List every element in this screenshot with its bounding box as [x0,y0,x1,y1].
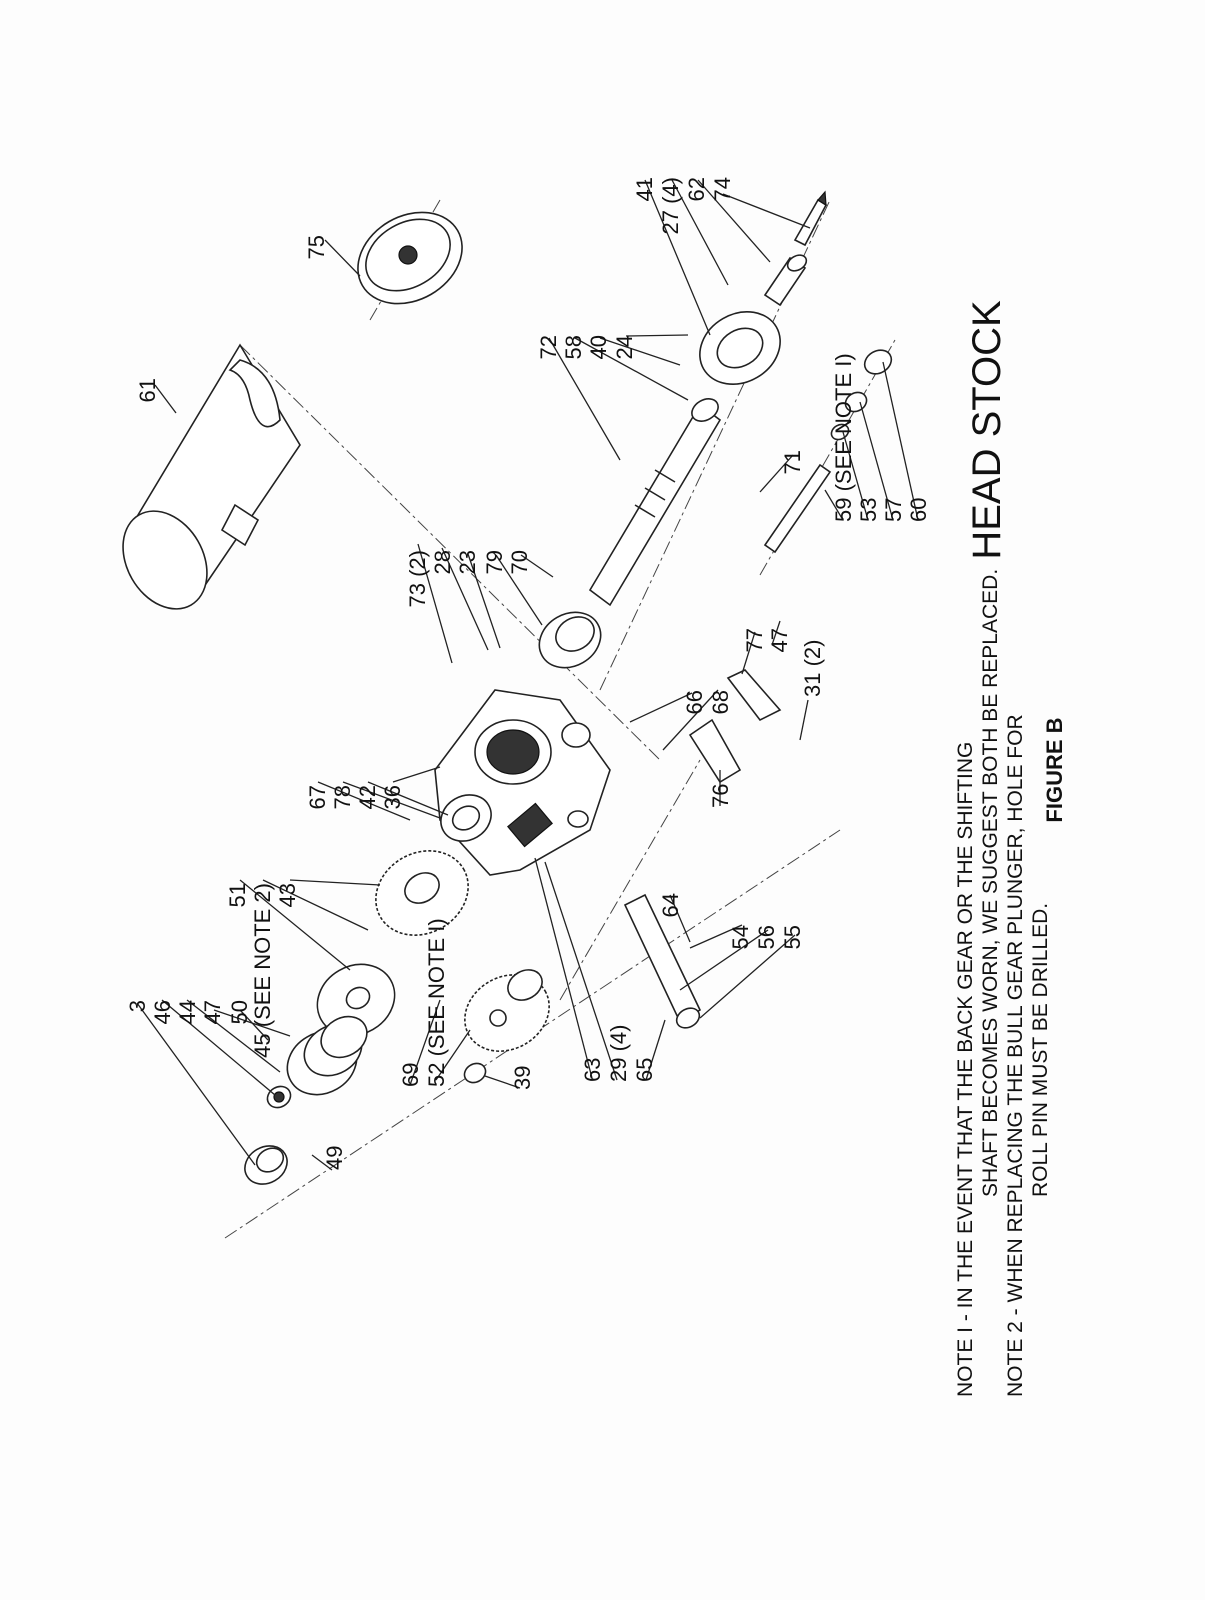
callout-41: 41 [632,177,657,201]
face-plate-75 [357,211,463,305]
callout-77: 77 [742,628,767,652]
callout-74: 74 [710,177,735,201]
note-2-line-2: ROLL PIN MUST BE DRILLED. [1029,903,1052,1197]
headstock-casting-36 [434,689,611,876]
callout-24: 24 [612,335,637,359]
callout-59: 59 (SEE NOTE I) [831,353,856,522]
callout-46: 46 [150,1000,175,1024]
callout-64: 64 [658,893,683,917]
callout-63: 63 [580,1058,605,1082]
collar-46 [266,1085,292,1109]
callout-78: 78 [330,785,355,809]
note-2-line-1: NOTE 2 - WHEN REPLACING THE BULL GEAR PL… [1004,714,1027,1397]
bull-gear-43 [375,850,469,936]
bearing-79 [538,611,602,669]
clamp-plate-76 [688,718,742,784]
callout-3: 3 [125,1000,150,1012]
callout-49: 49 [322,1146,347,1170]
sleeve-62 [763,254,808,307]
callout-31: 31 (2) [800,640,825,697]
callout-44: 44 [175,1000,200,1024]
callout-40: 40 [586,335,611,359]
note-1-line-1: NOTE I - IN THE EVENT THAT THE BACK GEAR… [954,742,977,1397]
center-line-motor [239,344,661,761]
callout-23: 23 [455,550,480,574]
notes-block: NOTE I - IN THE EVENT THAT THE BACK GEAR… [954,569,1052,1397]
callout-43: 43 [275,883,300,907]
cone-pulley-44 [286,1015,368,1096]
plunger-55 [623,893,702,1029]
callout-45: 45 (SEE NOTE 2) [250,883,275,1058]
callout-71: 71 [780,450,805,474]
bushing-60 [863,349,893,375]
callout-29: 29 (4) [606,1025,631,1082]
callout-51: 51 [225,883,250,907]
leader-lines [136,179,919,1171]
bushing-3 [244,1145,288,1185]
center-line-backgear [559,759,701,1001]
bearing-cap-41 [699,311,781,385]
callout-62: 62 [684,177,709,201]
callout-28: 28 [430,550,455,574]
callout-55: 55 [780,925,805,949]
callout-79: 79 [482,550,507,574]
callout-47-a: 47 [200,1000,225,1024]
live-center-74 [793,190,828,247]
callout-60: 60 [906,498,931,522]
callout-27: 27 (4) [658,177,683,234]
callout-50: 50 [227,1000,252,1024]
callout-57: 57 [881,498,906,522]
callout-72: 72 [536,335,561,359]
shifting-shaft-59 [763,463,832,554]
back-gear-52 [464,969,550,1052]
callout-70: 70 [507,550,532,574]
callout-66: 66 [682,690,707,714]
pulley-hub-51 [316,963,396,1037]
callout-61: 61 [135,378,160,402]
callout-68: 68 [708,690,733,714]
diagram-illustration [122,190,896,1239]
callout-52: 52 (SEE NOTE I) [424,918,449,1087]
callout-36: 36 [380,785,405,809]
callout-42: 42 [355,785,380,809]
callout-69: 69 [398,1063,423,1087]
diagram-title: HEAD STOCK [965,300,1009,560]
motor-housing-61 [122,343,301,610]
figure-label: FIGURE B [1042,717,1067,822]
spindle-72 [588,398,722,607]
callout-53: 53 [856,498,881,522]
callout-39: 39 [510,1066,535,1090]
callout-65: 65 [632,1058,657,1082]
callout-47-b: 47 [767,628,792,652]
callout-54: 54 [728,925,753,949]
callout-75: 75 [304,235,329,259]
callout-76: 76 [708,784,733,808]
callout-56: 56 [754,925,779,949]
note-1-line-2: SHAFT BECOMES WORN, WE SUGGEST BOTH BE R… [979,569,1002,1197]
callout-labels: 3 46 44 47 50 51 45 (SEE NOTE 2) 43 67 7… [125,177,931,1170]
washer-39 [463,1062,487,1084]
callout-73: 73 (2) [405,550,430,607]
bearing-42 [440,794,492,842]
callout-58: 58 [561,335,586,359]
callout-67: 67 [305,785,330,809]
clamp-77 [726,669,782,722]
